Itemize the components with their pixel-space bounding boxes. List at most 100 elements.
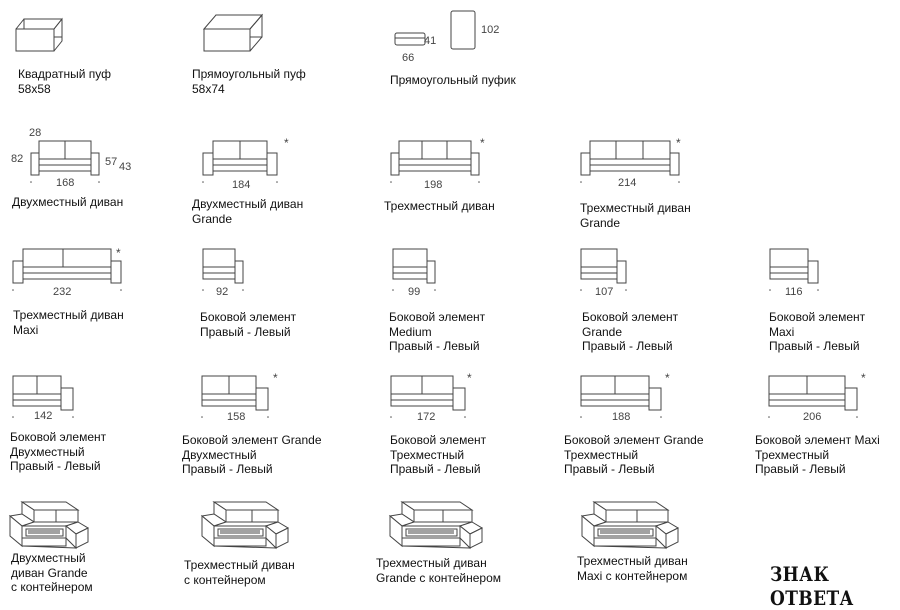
dim-width: 116	[785, 286, 803, 298]
dim-arm-height: 43	[119, 161, 132, 173]
side-maxi-three-drawing	[768, 375, 858, 418]
availability-star: *	[273, 371, 278, 385]
dim-width: 158	[227, 411, 246, 423]
label-line: Боковой элемент Grande	[564, 433, 704, 447]
side-three: * 172 Боковой элемент Трехместный Правый…	[380, 370, 560, 480]
label-line: Боковой элемент	[200, 310, 297, 324]
three-maxi-container: Трехместный диван Maxi с контейнером	[570, 488, 760, 598]
side-grande-two-drawing	[201, 375, 269, 418]
three-seat-maxi-drawing	[12, 248, 122, 291]
label-line: Двухместный	[11, 551, 86, 565]
label-line: Maxi с контейнером	[577, 568, 688, 583]
label-line: Квадратный пуф	[18, 67, 112, 81]
rect-small-pouf: 41 66 102 Прямоугольный пуфик	[380, 0, 540, 100]
label-line: Боковой элемент	[582, 310, 679, 324]
label-line: Правый - Левый	[769, 339, 860, 353]
side-medium-drawing	[392, 248, 436, 291]
dim-width: 168	[56, 177, 75, 189]
three-container-drawing	[200, 501, 290, 550]
label-line: Двухместный диван	[192, 197, 304, 211]
dim-height: 82	[11, 153, 24, 165]
three-seat-drawing	[390, 140, 480, 183]
label-line: Трехместный	[755, 447, 830, 462]
side-maxi-drawing	[769, 248, 819, 291]
side-grande-three: * 188 Боковой элемент Grande Трехместный…	[560, 370, 750, 480]
label-line: Прямоугольный пуф	[192, 67, 306, 81]
label-line: Правый - Левый	[564, 462, 655, 476]
side-two-seat-drawing	[12, 375, 74, 418]
side-medium: 99 Боковой элемент Medium Правый - Левый	[380, 243, 550, 353]
dim-depth: 28	[29, 127, 42, 139]
small-pouf-top-drawing	[450, 10, 476, 50]
label-line: Grande с контейнером	[376, 570, 502, 585]
label-line: Боковой элемент Maxi	[755, 433, 880, 447]
three-container: Трехместный диван с контейнером	[180, 488, 370, 598]
label-line: Двухместный	[182, 447, 257, 462]
availability-star: *	[480, 136, 485, 150]
square-pouf-drawing	[15, 17, 63, 52]
side-grande-two: * 158 Боковой элемент Grande Двухместный…	[175, 370, 365, 480]
label-line: Maxi	[13, 322, 39, 337]
small-pouf-side-drawing	[394, 32, 426, 46]
label-line: Правый - Левый	[10, 459, 101, 473]
two-seat: 28 82 57 43 168 Двухместный диван	[0, 125, 160, 225]
dim-width: 92	[216, 286, 229, 298]
two-seat-drawing	[30, 140, 100, 183]
side-maxi-three: * 206 Боковой элемент Maxi Трехместный П…	[750, 370, 900, 480]
side-two-seat: 142 Боковой элемент Двухместный Правый -…	[0, 370, 170, 480]
label-line: диван Grande	[11, 565, 88, 580]
dim-width: 188	[612, 411, 631, 423]
label-line: Трехместный	[564, 447, 639, 462]
label-line: Боковой элемент Grande	[182, 433, 322, 447]
three-seat-maxi: * 232 Трехместный диван Maxi	[0, 243, 180, 343]
dim-width: 142	[34, 410, 53, 422]
label-line: Grande	[580, 215, 621, 230]
dim-width: 184	[232, 179, 251, 191]
label-line: Трехместный диван	[580, 201, 691, 215]
label-line: Трехместный диван	[184, 558, 295, 572]
availability-star: *	[467, 371, 472, 385]
label-line: Правый - Левый	[182, 462, 273, 476]
label-line: Трехместный диван	[376, 556, 487, 570]
label-line: Боковой элемент	[10, 430, 107, 444]
side-grande: 107 Боковой элемент Grande Правый - Левы…	[570, 243, 750, 353]
label-line: с контейнером	[184, 572, 266, 587]
label-line: Правый - Левый	[390, 462, 481, 476]
three-grande-container: Трехместный диван Grande с контейнером	[370, 488, 570, 598]
dim-width: 99	[408, 286, 421, 298]
two-seat-grande: * 184 Двухместный диван Grande	[180, 125, 360, 226]
three-grande-container-drawing	[388, 501, 484, 550]
availability-star: *	[284, 136, 289, 150]
label-line: Трехместный	[390, 447, 465, 462]
label-line: 58x58	[18, 81, 51, 96]
dim-height: 41	[424, 35, 437, 47]
two-seat-grande-drawing	[202, 140, 278, 183]
label-line: Правый - Левый	[389, 339, 480, 353]
side-three-drawing	[390, 375, 466, 418]
label-line: Прямоугольный пуфик	[390, 73, 516, 87]
rect-pouf-drawing	[202, 13, 264, 52]
label-line: Боковой элемент	[389, 310, 486, 324]
dim-width: 66	[402, 52, 415, 64]
label-line: Правый - Левый	[755, 462, 846, 476]
three-seat: * 198 Трехместный диван	[375, 125, 555, 225]
square-pouf: Квадратный пуф 58x58	[0, 0, 160, 100]
dim-width: 107	[595, 286, 614, 298]
label-line: Двухместный	[10, 444, 85, 459]
label-line: Трехместный диван	[577, 554, 688, 568]
side-grande-drawing	[580, 248, 627, 291]
brand-watermark: ЗНАК ОТВЕТА	[770, 562, 854, 610]
dim-seat-height: 57	[105, 156, 118, 168]
two-grande-container-drawing	[8, 501, 90, 550]
three-maxi-container-drawing	[580, 501, 680, 550]
three-seat-grande: * 214 Трехместный диван Grande	[570, 125, 750, 230]
dim-width: 232	[53, 286, 72, 298]
label-line: Medium	[389, 324, 432, 339]
label-line: Maxi	[769, 324, 795, 339]
label-line: Правый - Левый	[582, 339, 673, 353]
label-line: Боковой элемент	[390, 433, 487, 447]
dim-width: 214	[618, 177, 637, 189]
label-line: Grande	[582, 324, 623, 339]
availability-star: *	[676, 136, 681, 150]
side-element-drawing	[202, 248, 244, 291]
